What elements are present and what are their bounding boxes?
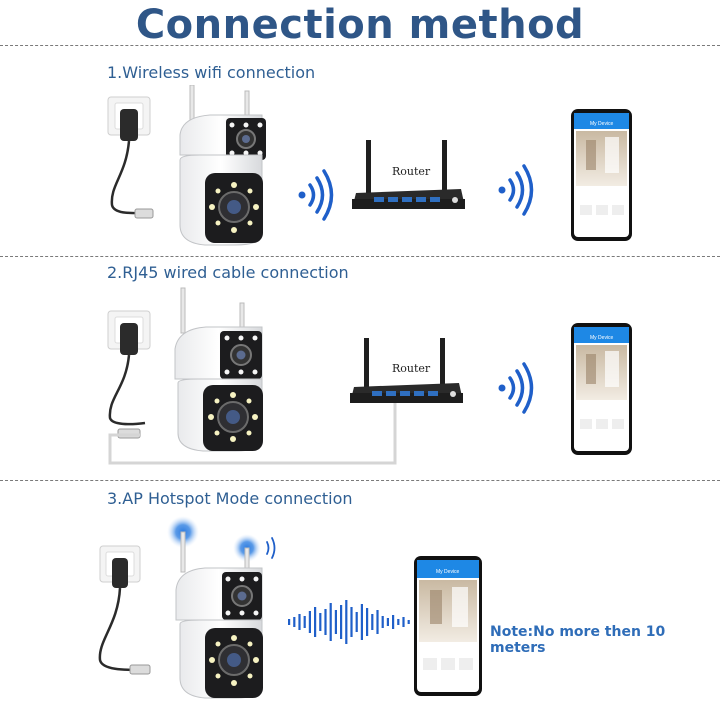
- sound-wave-bar: [402, 617, 405, 627]
- rj45-connection-scene: Router My Device: [107, 287, 632, 465]
- section-title-ap: 3.AP Hotspot Mode connection: [107, 489, 353, 508]
- wifi-signal-icon: [266, 537, 276, 559]
- camera-icon: [179, 85, 266, 246]
- sound-wave-bar: [355, 612, 358, 632]
- sound-wave-bar: [293, 617, 296, 627]
- section-title-rj45: 2.RJ45 wired cable connection: [107, 263, 349, 282]
- sound-wave-bar: [288, 619, 291, 625]
- sound-wave-bar: [397, 619, 400, 625]
- wifi-connection-scene: Router My Device: [107, 85, 632, 246]
- sound-wave-bar: [392, 615, 395, 629]
- divider-1: [0, 256, 720, 257]
- sound-wave-bar: [308, 611, 311, 633]
- smartphone-icon: My Device: [571, 323, 632, 455]
- sound-wave-bar: [381, 616, 384, 628]
- power-adapter-icon: [107, 96, 154, 219]
- sound-wave-bar: [386, 618, 389, 626]
- sound-wave-bar: [314, 607, 317, 637]
- phone-header-label: My Device: [436, 569, 460, 575]
- camera-icon: [174, 287, 263, 452]
- sound-wave-bar: [319, 613, 322, 631]
- sound-wave-bar: [298, 614, 301, 630]
- wifi-signal-icon: [298, 169, 334, 221]
- sound-wave-bar: [345, 600, 348, 644]
- ap-hotspot-scene: My Device: [98, 516, 482, 699]
- wifi-signal-icon: [498, 362, 534, 414]
- phone-header-label: My Device: [590, 335, 614, 341]
- sound-wave-bar: [366, 608, 369, 636]
- sound-wave-bar: [376, 610, 379, 634]
- distance-note: Note:No more then 10 meters: [490, 624, 666, 656]
- router-label: Router: [392, 362, 431, 375]
- router-icon: Router: [352, 140, 465, 209]
- power-adapter-icon: [98, 545, 151, 675]
- camera-icon: [175, 531, 263, 699]
- power-adapter-icon: [107, 310, 151, 439]
- sound-wave-bar: [340, 605, 343, 639]
- section-title-wifi: 1.Wireless wifi connection: [107, 63, 316, 82]
- divider-2: [0, 480, 720, 481]
- smartphone-icon: My Device: [414, 556, 482, 696]
- smartphone-icon: My Device: [571, 109, 632, 241]
- phone-header-label: My Device: [590, 121, 614, 127]
- divider-top: [0, 45, 720, 46]
- wifi-signal-icon: [498, 164, 534, 216]
- router-icon: Router: [350, 338, 463, 403]
- sound-wave-bar: [360, 604, 363, 640]
- sound-wave-bar: [303, 616, 306, 628]
- sound-wave-bar: [371, 614, 374, 630]
- lan-cable: [108, 401, 397, 465]
- sound-wave-bar: [334, 610, 337, 634]
- page-title: Connection method: [135, 2, 585, 48]
- router-label: Router: [392, 165, 431, 178]
- sound-wave-bar: [350, 607, 353, 637]
- sound-wave-icon: [288, 600, 410, 644]
- sound-wave-bar: [324, 609, 327, 635]
- sound-wave-bar: [407, 620, 410, 624]
- sound-wave-bar: [329, 603, 332, 641]
